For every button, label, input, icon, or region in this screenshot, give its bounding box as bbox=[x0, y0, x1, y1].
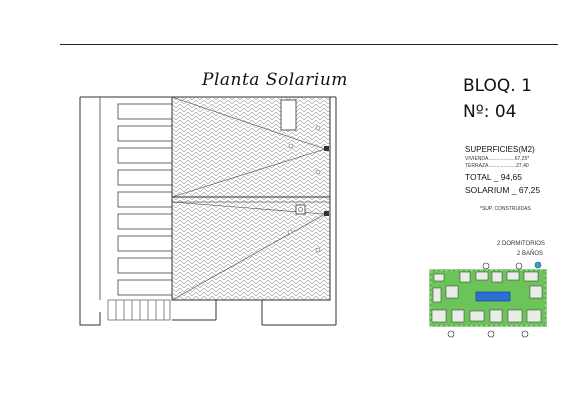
unit-number: Nº: 04 bbox=[463, 102, 517, 122]
surface-total: TOTAL _ 94,65 bbox=[465, 172, 523, 182]
surface-vivienda: VIVIENDA...................67,25* bbox=[465, 156, 530, 162]
location-marker-icon bbox=[534, 261, 542, 269]
plan-title: Planta Solarium bbox=[202, 70, 348, 90]
drain-icon bbox=[287, 125, 321, 253]
surfaces-heading: SUPERFICIES(M2) bbox=[465, 145, 535, 154]
balcony-strips bbox=[99, 97, 173, 300]
site-key-plan bbox=[429, 261, 547, 338]
stair-icon bbox=[107, 299, 171, 321]
vent-icon bbox=[295, 146, 329, 216]
banos-label: 2 BAÑOS bbox=[517, 251, 544, 257]
surface-solarium: SOLARIUM _ 67,25 bbox=[465, 185, 541, 195]
surface-terraza: TERRAZA....................27,40 bbox=[465, 163, 529, 169]
solarium-roof bbox=[171, 96, 331, 301]
surfaces-note: *SUP. CONSTRUIDAS bbox=[480, 206, 531, 212]
top-rule bbox=[60, 44, 558, 45]
block-label: BLOQ. 1 bbox=[463, 76, 532, 96]
dormitorios-label: 2 DORMITORIOS bbox=[497, 241, 545, 247]
